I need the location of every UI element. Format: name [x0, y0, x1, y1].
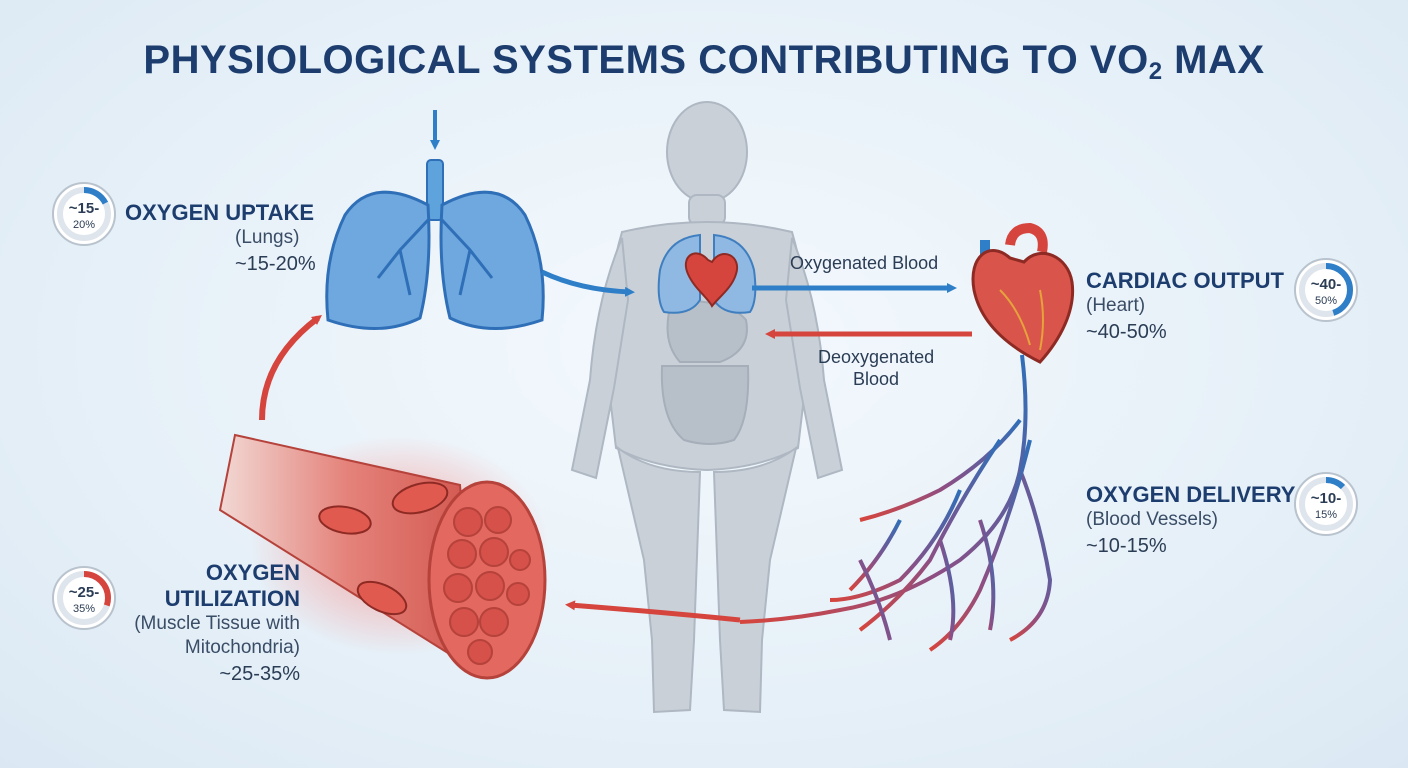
badge-fill-arc [57, 187, 111, 241]
label-range: ~10-15% [1086, 535, 1167, 557]
badge-text-top: ~25- [69, 584, 99, 601]
badge-text-top: ~40- [1311, 276, 1341, 293]
label-heading: OXYGEN UPTAKE [125, 200, 315, 225]
label-oxygen-delivery: OXYGEN DELIVERY (Blood Vessels) ~10-15% [1086, 482, 1295, 560]
badge-fill-arc [1299, 263, 1353, 317]
badge-text-bottom: 35% [73, 603, 95, 615]
flow-label-oxygenated: Oxygenated Blood [790, 253, 939, 273]
flow-arrows [259, 269, 972, 623]
badge-vessels: ~10- 15% [1294, 472, 1358, 536]
lungs-illustration [325, 110, 545, 330]
badge-text-top: ~15- [69, 200, 99, 217]
badge-text-bottom: 50% [1315, 295, 1337, 307]
badge-text-bottom: 15% [1315, 509, 1337, 521]
label-oxygen-uptake: OXYGEN UPTAKE (Lungs) ~15-20% [125, 200, 316, 278]
label-oxygen-utilization: OXYGEN UTILIZATION (Muscle Tissue with M… [118, 560, 300, 688]
badge-text-bottom: 20% [73, 219, 95, 231]
blood-vessel-network [739, 354, 1053, 652]
label-heading-line1: OXYGEN [205, 560, 300, 585]
muscle-illustration [218, 433, 550, 680]
label-cardiac-output: CARDIAC OUTPUT (Heart) ~40-50% [1086, 268, 1284, 346]
label-subtitle: (Lungs) [235, 227, 300, 248]
badge-text-top: ~10- [1311, 490, 1341, 507]
label-subtitle: (Blood Vessels) [1086, 509, 1219, 530]
badge-lungs: ~15- 20% [52, 182, 116, 246]
body-heart-icon [685, 252, 739, 308]
badge-fill-arc [57, 571, 111, 625]
arrow-lungs-to-body [540, 269, 635, 297]
page-title: PHYSIOLOGICAL SYSTEMS CONTRIBUTING TO VO… [143, 38, 1265, 85]
badge-heart: ~40- 50% [1294, 258, 1358, 322]
label-range: ~40-50% [1086, 321, 1167, 343]
badge-fill-arc [1299, 477, 1353, 531]
label-range: ~15-20% [235, 253, 316, 275]
arrow-muscle-to-lungs [259, 314, 322, 421]
label-subtitle: (Heart) [1086, 295, 1146, 316]
badge-muscle: ~25- 35% [52, 566, 116, 630]
heart-illustration [971, 222, 1075, 364]
arrow-vessels-to-muscle [565, 600, 741, 623]
label-heading: CARDIAC OUTPUT [1086, 268, 1284, 293]
flow-label-deoxygenated: Deoxygenated Blood [818, 346, 934, 390]
body-organs [660, 298, 750, 445]
label-heading-line2: UTILIZATION [164, 586, 300, 611]
flow-label-deoxygenated-line2: Blood [853, 369, 900, 389]
label-range: ~25-35% [219, 663, 300, 685]
label-heading: OXYGEN DELIVERY [1086, 482, 1296, 507]
label-subtitle-line2: Mitochondria) [184, 637, 300, 658]
flow-label-deoxygenated-line1: Deoxygenated [818, 347, 935, 367]
label-subtitle-line1: (Muscle Tissue with [134, 613, 300, 634]
